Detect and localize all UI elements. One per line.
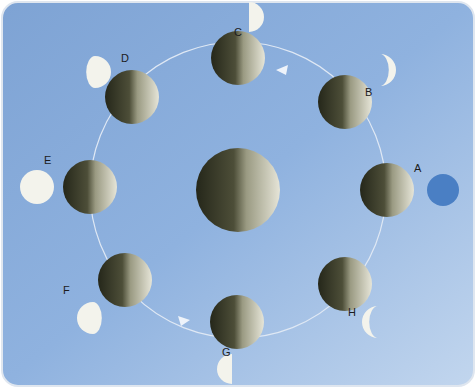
phase-letter: B <box>365 87 372 98</box>
moon <box>105 70 159 124</box>
orbit-arrow <box>178 316 190 326</box>
background <box>2 2 474 386</box>
moon <box>360 163 414 217</box>
moons <box>63 31 414 349</box>
phase-letter: H <box>348 307 356 318</box>
earth <box>196 148 280 232</box>
moon <box>318 75 372 129</box>
moon <box>63 160 117 214</box>
phase-shape <box>249 2 264 32</box>
phase-letter: F <box>63 285 70 296</box>
phase-shape <box>362 306 378 338</box>
moon <box>211 31 265 85</box>
phase-letter: G <box>222 347 231 358</box>
full-moon <box>20 170 54 204</box>
phase-letter: E <box>44 155 51 166</box>
moon <box>210 295 264 349</box>
new-moon <box>427 174 459 206</box>
phase-letter: A <box>414 163 421 174</box>
phase-letter: C <box>234 27 242 38</box>
phases <box>20 2 459 384</box>
phase-shape <box>86 56 111 88</box>
orbit <box>90 42 386 338</box>
phase-shape <box>217 354 232 384</box>
orbit-arrow <box>276 65 288 75</box>
phase-shape <box>77 302 102 334</box>
moon <box>318 257 372 311</box>
phase-shape <box>380 54 396 86</box>
phase-letter: D <box>121 53 129 64</box>
moon <box>98 253 152 307</box>
